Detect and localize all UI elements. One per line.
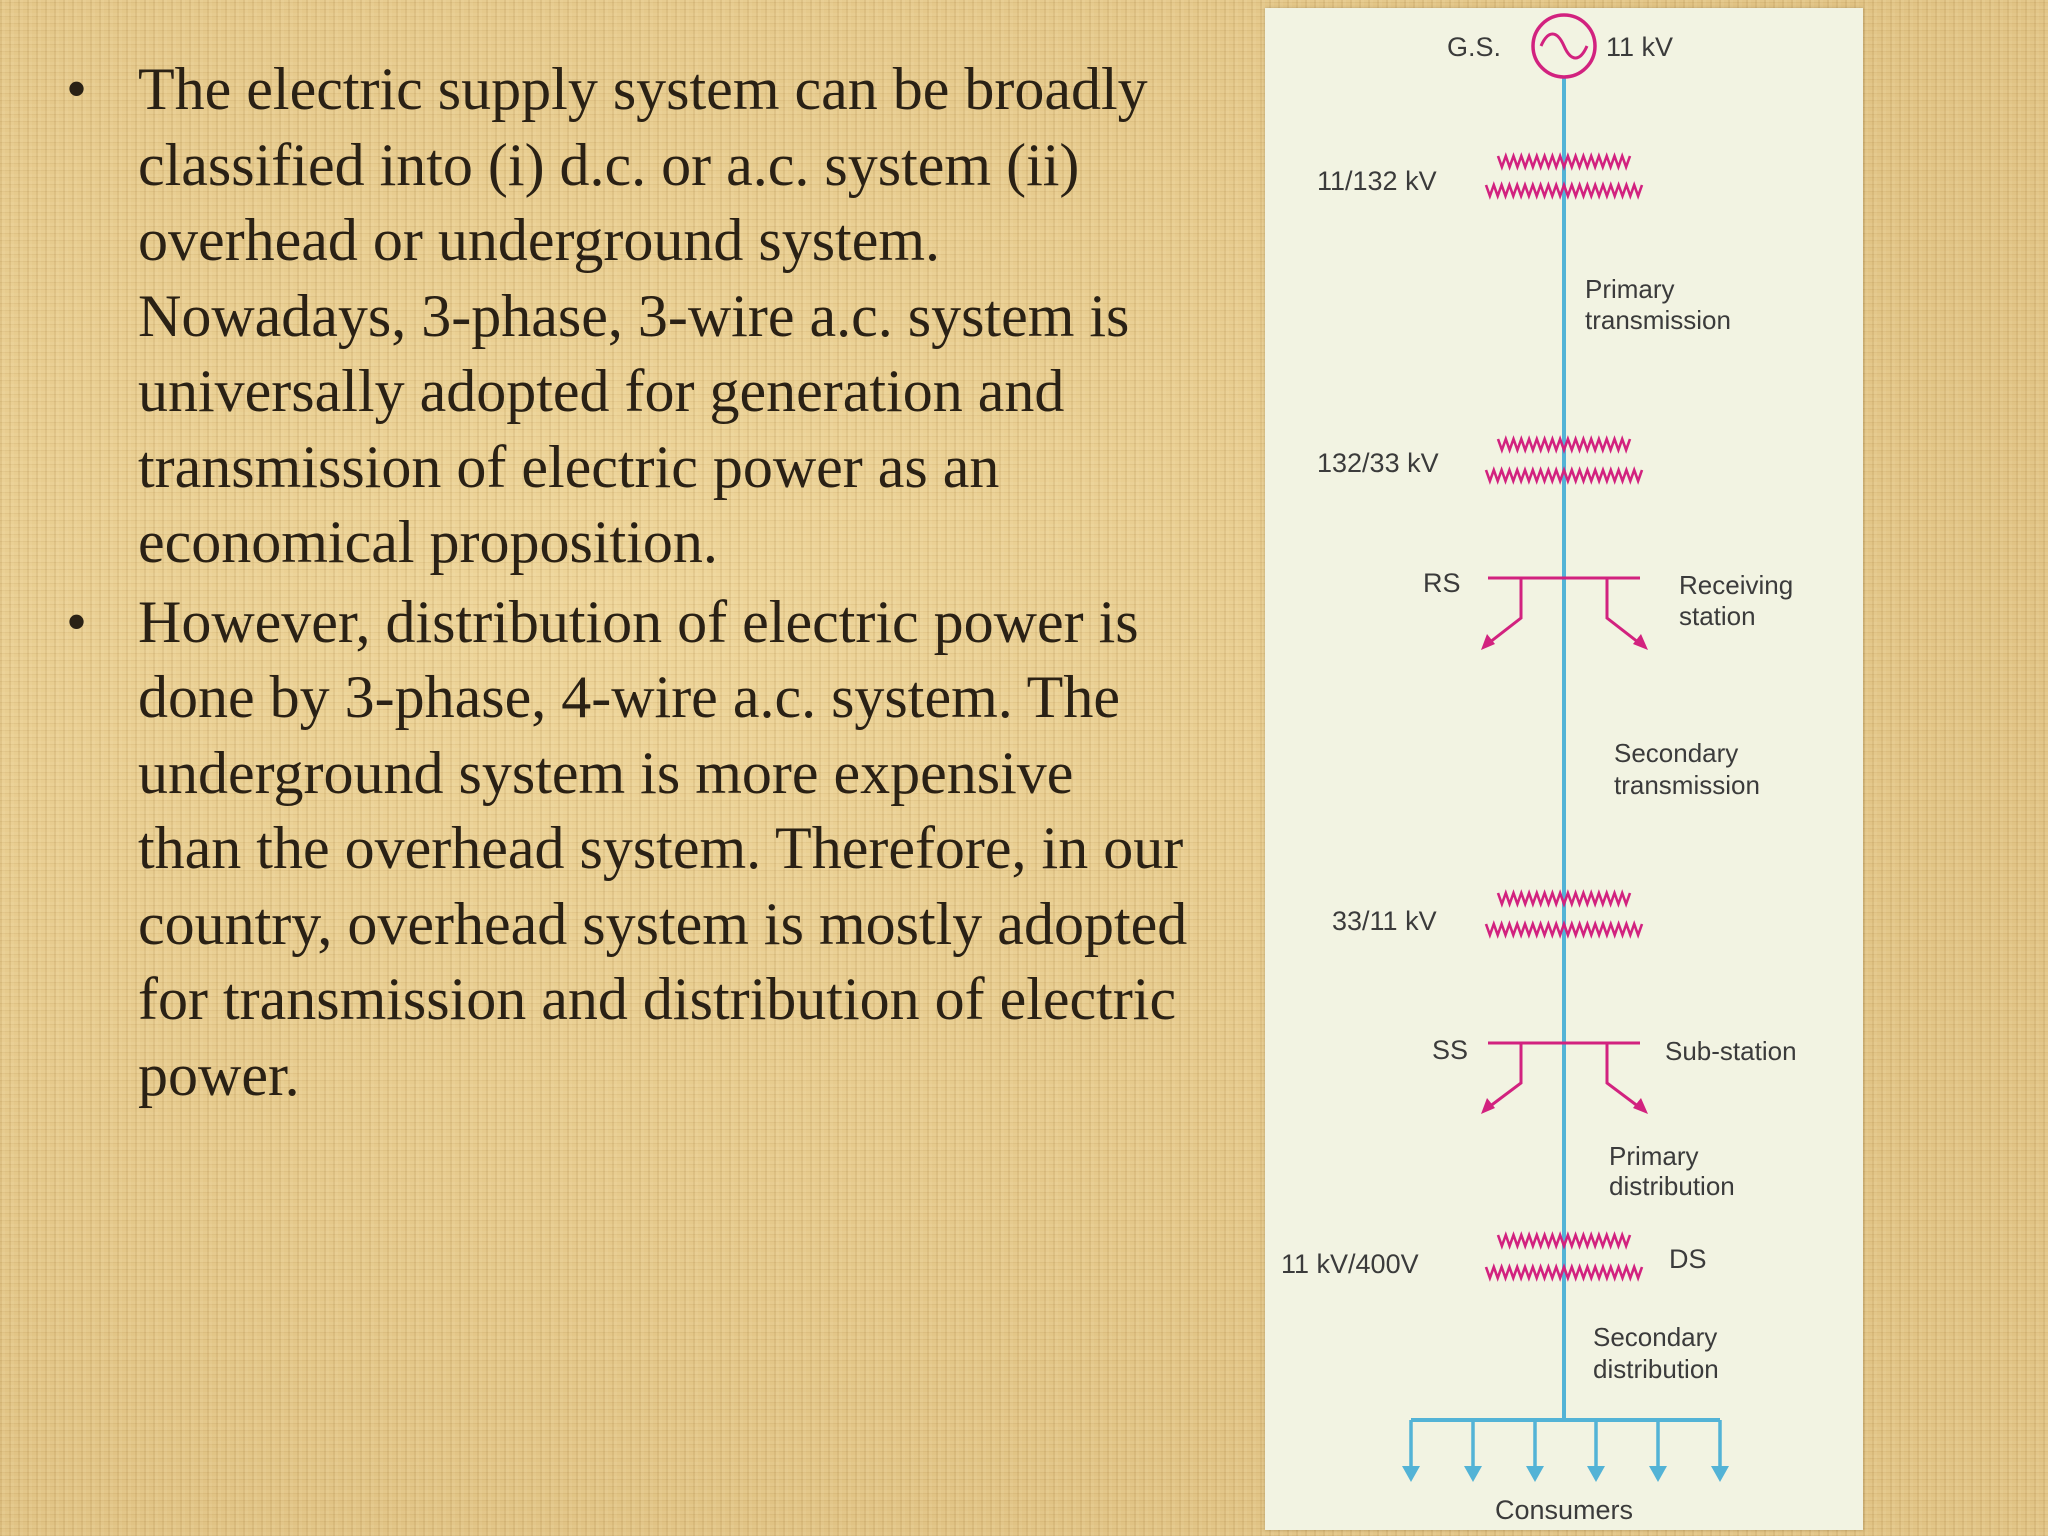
consumer-arrows xyxy=(1402,1420,1729,1482)
branch-right xyxy=(1605,578,1644,648)
bullet-point-2: • However, distribution of electric powe… xyxy=(60,585,1190,1114)
bullet-marker: • xyxy=(66,588,88,655)
bullet-text-1: The electric supply system can be broadl… xyxy=(138,56,1148,575)
transformer-coil-primary xyxy=(1496,152,1632,171)
transformer-coil-secondary xyxy=(1484,181,1644,200)
transformer-coil-primary xyxy=(1496,1231,1632,1250)
transformer-coil-primary xyxy=(1496,435,1632,454)
generator-voltage: 11 kV xyxy=(1606,32,1673,62)
primary-distribution-label-2: distribution xyxy=(1609,1171,1735,1201)
transformer-coil-secondary xyxy=(1484,920,1644,939)
secondary-distribution-label-2: distribution xyxy=(1593,1354,1719,1384)
slide-text: • The electric supply system can be broa… xyxy=(60,52,1190,1117)
secondary-transmission-label-2: transmission xyxy=(1614,770,1760,800)
arrow-head xyxy=(1633,1098,1648,1114)
consumer-arrow-icon xyxy=(1649,1466,1667,1482)
secondary-distribution-label-1: Secondary xyxy=(1593,1322,1717,1352)
transformer-label-2: 132/33 kV xyxy=(1317,448,1439,478)
generator-icon xyxy=(1531,13,1597,79)
transformer-label-4: 11 kV/400V xyxy=(1281,1249,1419,1279)
consumer-arrow-icon xyxy=(1587,1466,1605,1482)
consumer-arrow-icon xyxy=(1711,1466,1729,1482)
power-system-diagram: G.S. 11 kV 11/132 kV Primary transmissio… xyxy=(1265,8,1863,1530)
transformer-coil-secondary xyxy=(1484,1263,1644,1282)
arrow-head xyxy=(1481,634,1495,650)
receiving-station-abbr: RS xyxy=(1423,568,1461,598)
distribution-substation-abbr: DS xyxy=(1669,1244,1707,1274)
receiving-station-label-2: station xyxy=(1679,601,1756,631)
consumer-arrow-icon xyxy=(1464,1466,1482,1482)
primary-transmission-label-2: transmission xyxy=(1585,305,1731,335)
primary-distribution-label-1: Primary xyxy=(1609,1141,1699,1171)
bullet-text-2: However, distribution of electric power … xyxy=(138,588,1188,1108)
transformer-label-1: 11/132 kV xyxy=(1317,166,1437,196)
generator-label: G.S. xyxy=(1447,32,1501,62)
branch-left xyxy=(1484,1043,1523,1112)
receiving-station-label-1: Receiving xyxy=(1679,570,1793,600)
substation-abbr: SS xyxy=(1432,1035,1468,1065)
transformer-coil-secondary xyxy=(1484,466,1644,485)
primary-transmission-label-1: Primary xyxy=(1585,274,1675,304)
transformer-label-3: 33/11 kV xyxy=(1332,906,1437,936)
secondary-transmission-label-1: Secondary xyxy=(1614,738,1738,768)
diagram-svg: G.S. 11 kV 11/132 kV Primary transmissio… xyxy=(1281,13,1797,1525)
consumers-label: Consumers xyxy=(1495,1495,1633,1525)
consumer-arrow-icon xyxy=(1402,1466,1420,1482)
substation-label: Sub-station xyxy=(1665,1036,1797,1066)
branch-right xyxy=(1605,1043,1644,1112)
sine-wave-icon xyxy=(1539,32,1589,60)
transformer-coil-primary xyxy=(1496,889,1632,908)
bullet-marker: • xyxy=(66,56,88,122)
arrow-head xyxy=(1633,634,1648,650)
arrow-head xyxy=(1481,1098,1495,1114)
consumer-arrow-icon xyxy=(1526,1466,1544,1482)
branch-left xyxy=(1484,578,1523,648)
bullet-point-1: • The electric supply system can be broa… xyxy=(60,52,1190,581)
